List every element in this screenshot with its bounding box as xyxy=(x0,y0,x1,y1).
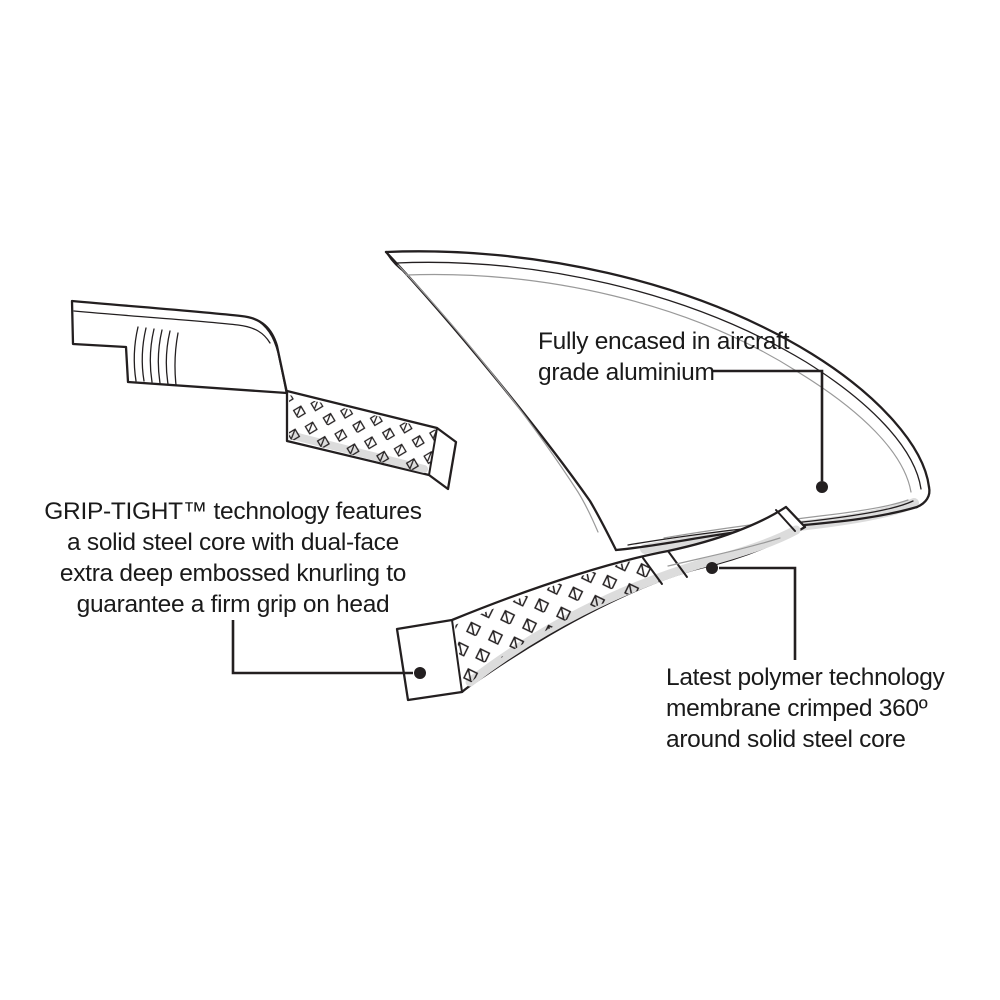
aluminium-label-line1: Fully encased in aircraft xyxy=(538,328,790,355)
upper-knurled-bar xyxy=(285,389,458,491)
aluminium-joint-line xyxy=(775,509,796,532)
grip-tight-label-line3: extra deep embossed knurling to xyxy=(59,560,407,587)
upper-bar-knurl-face xyxy=(289,395,436,474)
callout-dot-polymer xyxy=(706,562,718,574)
aluminium-label-line2: grade aluminium xyxy=(538,359,715,386)
polymer-label-line2: membrane crimped 360º xyxy=(666,695,928,722)
callout-label-polymer: Latest polymer technology membrane crimp… xyxy=(666,662,945,755)
callout-dot-grip-tight xyxy=(414,667,426,679)
callout-label-grip-tight: GRIP-TIGHT™ technology features a solid … xyxy=(38,496,428,620)
upper-bar-end-edge xyxy=(428,427,438,476)
grip-tight-label-line4: guarantee a firm grip on head xyxy=(76,591,390,618)
callout-label-aluminium: Fully encased in aircraft grade aluminiu… xyxy=(538,326,790,388)
cutaway-parallel-line xyxy=(397,264,599,533)
polymer-label-line3: around solid steel core xyxy=(666,726,906,753)
flat-tape-hatching xyxy=(133,326,179,386)
flat-tape-end-curve xyxy=(252,317,287,393)
membrane-shading-line xyxy=(667,537,781,567)
polymer-label-line1: Latest polymer technology xyxy=(666,664,945,691)
membrane-seam-1 xyxy=(642,557,663,585)
band-channel-line-2 xyxy=(663,499,909,539)
callout-line-grip-tight xyxy=(231,620,413,675)
flat-tape-section xyxy=(70,299,289,395)
lower-knurled-bar xyxy=(395,505,807,702)
band-tip-cap xyxy=(915,485,931,509)
band-channel-line-1 xyxy=(627,500,914,546)
lower-bar-shading xyxy=(465,525,801,687)
flat-tape-outline xyxy=(70,299,289,395)
flat-tape-top-line xyxy=(73,310,271,344)
band-contour-1 xyxy=(395,261,922,490)
lower-bar-end-edge xyxy=(451,619,463,693)
callout-line-polymer xyxy=(719,566,797,660)
band-contour-2 xyxy=(405,273,912,493)
hoop-band xyxy=(384,250,931,554)
lower-bar-knurl-face xyxy=(455,558,662,690)
callout-dot-aluminium xyxy=(816,481,828,493)
band-surface xyxy=(386,251,930,550)
callout-line-aluminium xyxy=(712,369,824,481)
band-outer-edge xyxy=(384,250,931,489)
grip-tight-label-line2: a solid steel core with dual-face xyxy=(67,529,399,556)
grip-tight-label-line1: GRIP-TIGHT™ technology features xyxy=(44,498,422,525)
callout-lines xyxy=(231,369,828,679)
